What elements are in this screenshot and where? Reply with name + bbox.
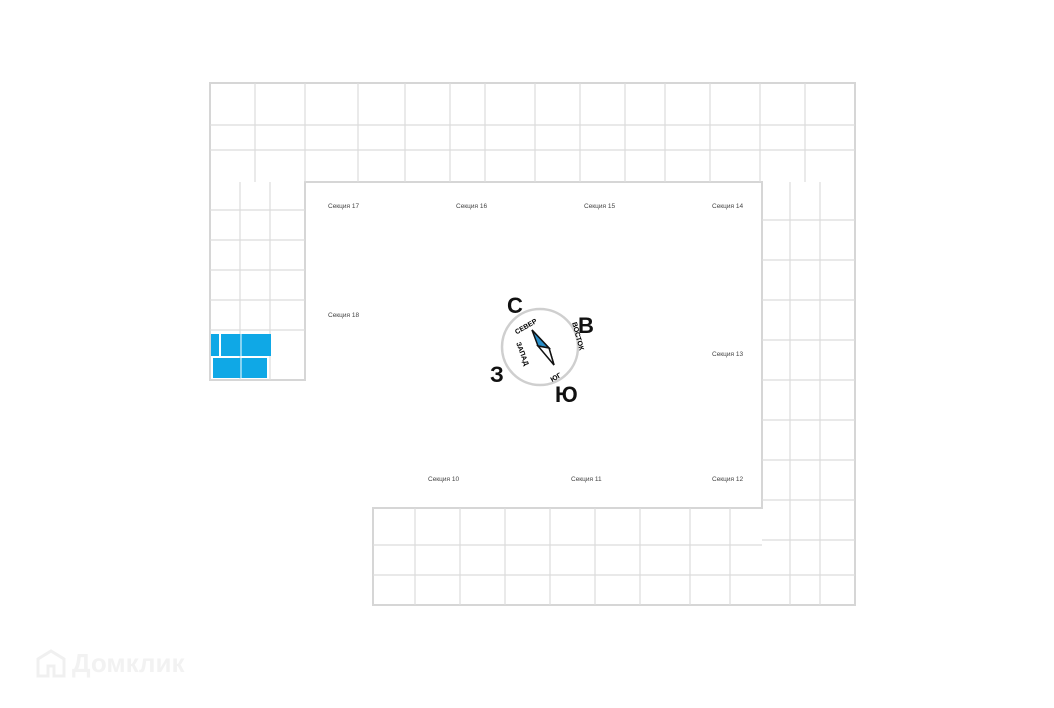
compass-south-word: ЮГ bbox=[550, 372, 563, 384]
compass-north-letter: С bbox=[507, 293, 523, 318]
logo-text: Домклик bbox=[72, 648, 185, 678]
interior-walls bbox=[210, 83, 855, 605]
compass-east-letter: В bbox=[578, 313, 594, 338]
section-label-11: Секция 11 bbox=[571, 476, 602, 483]
section-label-12: Секция 12 bbox=[712, 476, 744, 483]
compass-south-letter: Ю bbox=[555, 382, 578, 407]
section-label-14: Секция 14 bbox=[712, 203, 744, 210]
section-label-10: Секция 10 bbox=[428, 476, 460, 483]
section-label-16: Секция 16 bbox=[456, 203, 488, 210]
compass-west-letter: З bbox=[490, 362, 504, 387]
section-label-13: Секция 13 bbox=[712, 351, 744, 358]
building-outline bbox=[209, 82, 856, 606]
section-label-15: Секция 15 bbox=[584, 203, 616, 210]
house-logo-icon bbox=[36, 648, 66, 677]
section-label-18: Секция 18 bbox=[328, 312, 360, 319]
compass: СЕВЕР ВОСТОК ЮГ ЗАПАД bbox=[500, 307, 585, 387]
highlighted-apartment[interactable] bbox=[211, 334, 271, 378]
section-label-17: Секция 17 bbox=[328, 203, 360, 210]
domclick-logo: Домклик bbox=[36, 648, 184, 679]
